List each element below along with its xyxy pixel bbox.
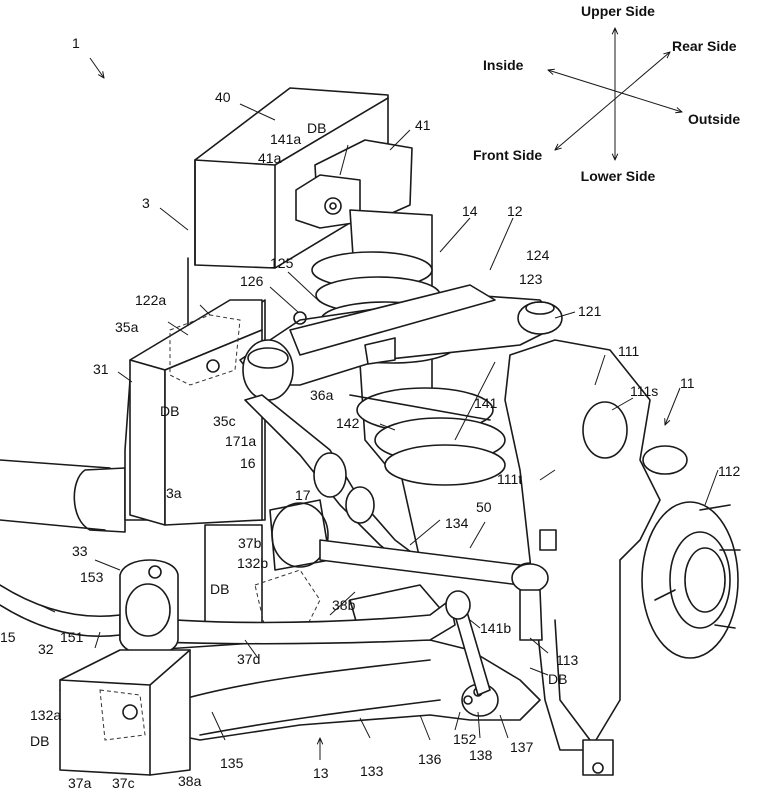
upper-arm xyxy=(239,284,563,401)
ref-141: 141 xyxy=(474,395,498,411)
drive-shaft xyxy=(269,499,547,588)
ref-3a: 3a xyxy=(166,485,182,501)
ref-37d: 37d xyxy=(237,651,260,667)
stabilizer-link xyxy=(445,590,491,696)
ref-111: 111 xyxy=(618,343,639,359)
ref-15: 15 xyxy=(0,629,16,645)
ref-126: 126 xyxy=(240,273,264,289)
ref-37b: 37b xyxy=(238,535,262,551)
direction-indicator: Upper Side Lower Side Inside Outside Rea… xyxy=(473,3,740,184)
ref-141b: 141b xyxy=(480,620,511,636)
ref-1: 1 xyxy=(72,35,80,51)
outside-label: Outside xyxy=(688,111,740,127)
ref-124: 124 xyxy=(526,247,550,263)
hub xyxy=(641,445,741,659)
front-side-label: Front Side xyxy=(473,147,542,163)
lower-side-label: Lower Side xyxy=(581,168,656,184)
ref-14: 14 xyxy=(462,203,478,219)
tie-rod-end xyxy=(511,563,549,641)
ref-40: 40 xyxy=(215,89,231,105)
ref-13: 13 xyxy=(313,765,329,781)
ref-151: 151 xyxy=(60,629,84,645)
ref-31: 31 xyxy=(93,361,109,377)
ref-171a: 171a xyxy=(225,433,256,449)
ref-37c: 37c xyxy=(112,775,135,791)
ref-37a: 37a xyxy=(68,775,92,791)
ref-133: 133 xyxy=(360,763,384,779)
ref-38a: 38a xyxy=(178,773,202,789)
lower-bracket xyxy=(59,649,191,776)
rear-side-label: Rear Side xyxy=(672,38,737,54)
db-label-37: DB xyxy=(210,581,229,597)
inside-label: Inside xyxy=(483,57,524,73)
ref-38b: 38b xyxy=(332,597,356,613)
ref-111t: 111t xyxy=(497,471,522,487)
db-label-113: DB xyxy=(548,671,567,687)
ref-111s: 111s xyxy=(630,383,658,399)
ref-142: 142 xyxy=(336,415,360,431)
leader-lines xyxy=(39,57,719,760)
ref-11: 11 xyxy=(680,375,695,391)
db-label-35: DB xyxy=(160,403,179,419)
ref-35a: 35a xyxy=(115,319,139,335)
ref-141a: 141a xyxy=(270,131,301,147)
reference-labels: 1 3 40 141a DB 41a 41 14 12 124 123 121 … xyxy=(0,35,741,791)
ref-153: 153 xyxy=(80,569,104,585)
knuckle xyxy=(504,339,661,776)
ref-112: 112 xyxy=(718,463,741,479)
ref-125: 125 xyxy=(270,255,294,271)
ref-35c: 35c xyxy=(213,413,236,429)
db-label-32: DB xyxy=(30,733,49,749)
ref-12: 12 xyxy=(507,203,523,219)
ref-16: 16 xyxy=(240,455,256,471)
tie-rod xyxy=(244,394,416,566)
ref-122a: 122a xyxy=(135,292,166,308)
ref-123: 123 xyxy=(519,271,543,287)
ref-132b: 132b xyxy=(237,555,268,571)
ref-36a: 36a xyxy=(310,387,334,403)
ref-32: 32 xyxy=(38,641,54,657)
ref-152: 152 xyxy=(453,731,477,747)
ref-138: 138 xyxy=(469,747,493,763)
ref-134: 134 xyxy=(445,515,469,531)
ref-132a: 132a xyxy=(30,707,61,723)
ref-3: 3 xyxy=(142,195,150,211)
upper-side-label: Upper Side xyxy=(581,3,655,19)
ref-17: 17 xyxy=(295,487,311,503)
ref-121: 121 xyxy=(578,303,602,319)
db-label-top: DB xyxy=(307,120,326,136)
ref-50: 50 xyxy=(476,499,492,515)
ref-136: 136 xyxy=(418,751,442,767)
ref-113: 113 xyxy=(556,652,579,668)
ref-41: 41 xyxy=(415,117,431,133)
upper-mount xyxy=(295,139,413,229)
ref-137: 137 xyxy=(510,739,534,755)
ref-33: 33 xyxy=(72,543,88,559)
ref-135: 135 xyxy=(220,755,244,771)
ref-41a: 41a xyxy=(258,150,282,166)
